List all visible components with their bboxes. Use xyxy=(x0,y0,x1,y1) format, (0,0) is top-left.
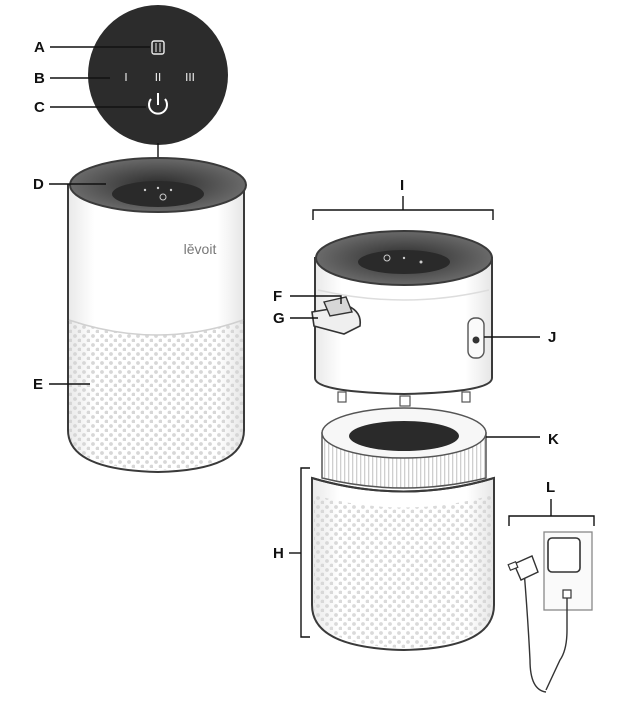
speed-low-mark: I xyxy=(124,71,127,84)
label-b: B xyxy=(34,70,45,87)
label-g: G xyxy=(273,310,285,327)
speed-mid-mark: II xyxy=(155,71,162,84)
label-c: C xyxy=(34,99,45,116)
label-a: A xyxy=(34,39,45,56)
label-k: K xyxy=(548,431,559,448)
filter-cartridge xyxy=(321,407,487,489)
label-d: D xyxy=(33,176,44,193)
label-f: F xyxy=(273,288,282,305)
control-panel-closeup: I II III xyxy=(88,5,228,160)
label-j: J xyxy=(548,329,556,346)
power-adapter xyxy=(507,531,593,693)
label-e: E xyxy=(33,376,43,393)
speed-high-mark: III xyxy=(185,71,195,84)
label-h: H xyxy=(273,545,284,562)
base-housing xyxy=(311,476,495,652)
filter-reset-icon xyxy=(151,40,165,55)
brand-logo: lĕvoit xyxy=(184,241,217,257)
label-l: L xyxy=(546,479,555,496)
label-i: I xyxy=(400,177,404,194)
power-icon xyxy=(148,93,168,115)
top-unit xyxy=(311,230,493,407)
assembled-purifier: lĕvoit xyxy=(67,157,247,474)
